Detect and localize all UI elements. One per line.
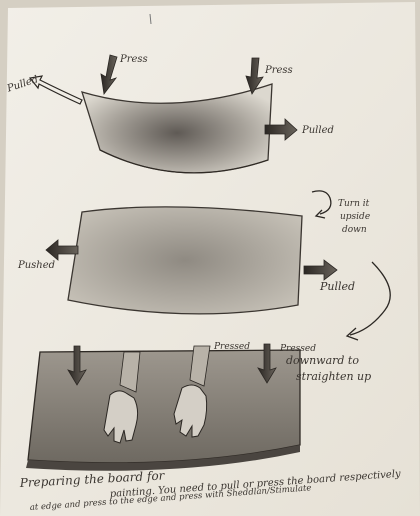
label-pressed-left: Pressed <box>213 342 250 352</box>
label-instruction-2: straighten up <box>296 370 371 383</box>
label-pressed-right: Pressed <box>279 344 316 354</box>
label-instruction-1: downward to <box>286 354 359 367</box>
label-pulled-right: Pulled <box>301 125 334 136</box>
label-turn-2: upside <box>340 212 370 222</box>
label-press-left: Press <box>119 54 148 65</box>
label-press-right: Press <box>264 65 293 76</box>
label-pushed: Pushed <box>17 260 55 271</box>
flat-board-illustration <box>68 207 302 314</box>
label-turn-3: down <box>342 225 367 235</box>
label-turn-1: Turn it <box>338 199 370 209</box>
label-pulled-middle: Pulled <box>319 280 355 293</box>
